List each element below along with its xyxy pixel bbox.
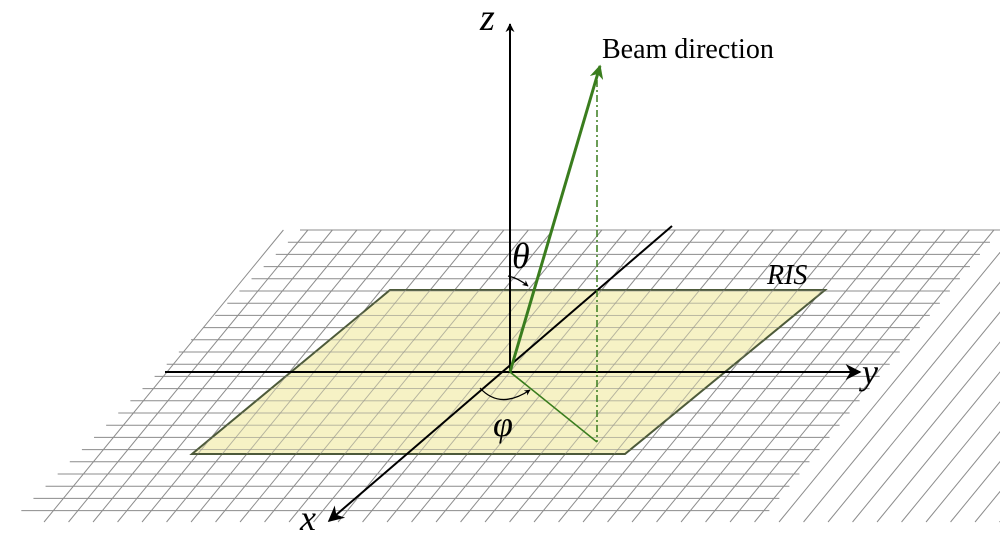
ris-label: RIS [766, 260, 807, 291]
grid-line-diagonal [778, 251, 1000, 523]
grid-line-diagonal [925, 430, 1000, 523]
phi-arc [479, 387, 531, 401]
grid-line-diagonal [631, 229, 872, 523]
surface-grid-line-diagonal [239, 290, 480, 454]
surface-grid-line-diagonal [558, 290, 799, 454]
grid-line-diagonal [852, 341, 1000, 523]
surface-grid-line-diagonal [435, 290, 676, 454]
azimuth-reference [509, 371, 526, 385]
surface-grid-line-diagonal [411, 290, 652, 454]
axis-z-label: z [479, 0, 495, 39]
surface-grid-line-diagonal [192, 290, 407, 454]
grid-line-diagonal [43, 229, 284, 523]
grid-line-diagonal [950, 460, 1000, 523]
beam-vector [508, 64, 604, 373]
surface-grid-line-diagonal [313, 290, 554, 454]
theta-label: θ [512, 236, 530, 276]
grid-line-diagonal [754, 229, 995, 523]
axis-x-label: x [299, 498, 316, 536]
surface-grid-line-diagonal [337, 290, 578, 454]
surface-grid [192, 230, 1000, 522]
surface-grid-line-diagonal [484, 290, 725, 454]
surface-grid-line-diagonal [582, 290, 823, 454]
grid-line-diagonal [607, 229, 848, 523]
grid-line-diagonal [705, 229, 946, 523]
surface-grid-line-diagonal [215, 290, 456, 454]
grid-line-diagonal [680, 229, 921, 523]
grid-line-diagonal [68, 229, 309, 523]
surface-grid-line-diagonal [460, 290, 701, 454]
grid-line-diagonal [117, 229, 358, 523]
beam-direction-label: Beam direction [602, 34, 774, 65]
grid-line-diagonal [876, 371, 1000, 523]
surface-grid-line-diagonal [877, 230, 1000, 522]
grid-line-diagonal [803, 281, 1000, 523]
surface-grid-line-diagonal [509, 290, 750, 454]
surface-grid-line-diagonal [362, 290, 603, 454]
surface-grid-line-diagonal [902, 230, 1000, 522]
grid-line-diagonal [92, 229, 333, 523]
surface-grid-line-diagonal [386, 290, 627, 454]
grid-line-diagonal [656, 229, 897, 523]
surface-grid-line-diagonal [288, 290, 529, 454]
surface-grid-line-diagonal [533, 290, 774, 454]
axis-y-label: y [859, 352, 878, 392]
grid-line-diagonal [141, 229, 382, 523]
surface-grid-line-diagonal [192, 290, 431, 454]
surface-grid-line-diagonal [264, 290, 505, 454]
grid-line-diagonal [901, 401, 1000, 523]
phi-label: φ [493, 404, 513, 444]
theta-arc [507, 275, 529, 287]
grid-line-diagonal [827, 311, 1000, 523]
x-axis [327, 225, 673, 523]
